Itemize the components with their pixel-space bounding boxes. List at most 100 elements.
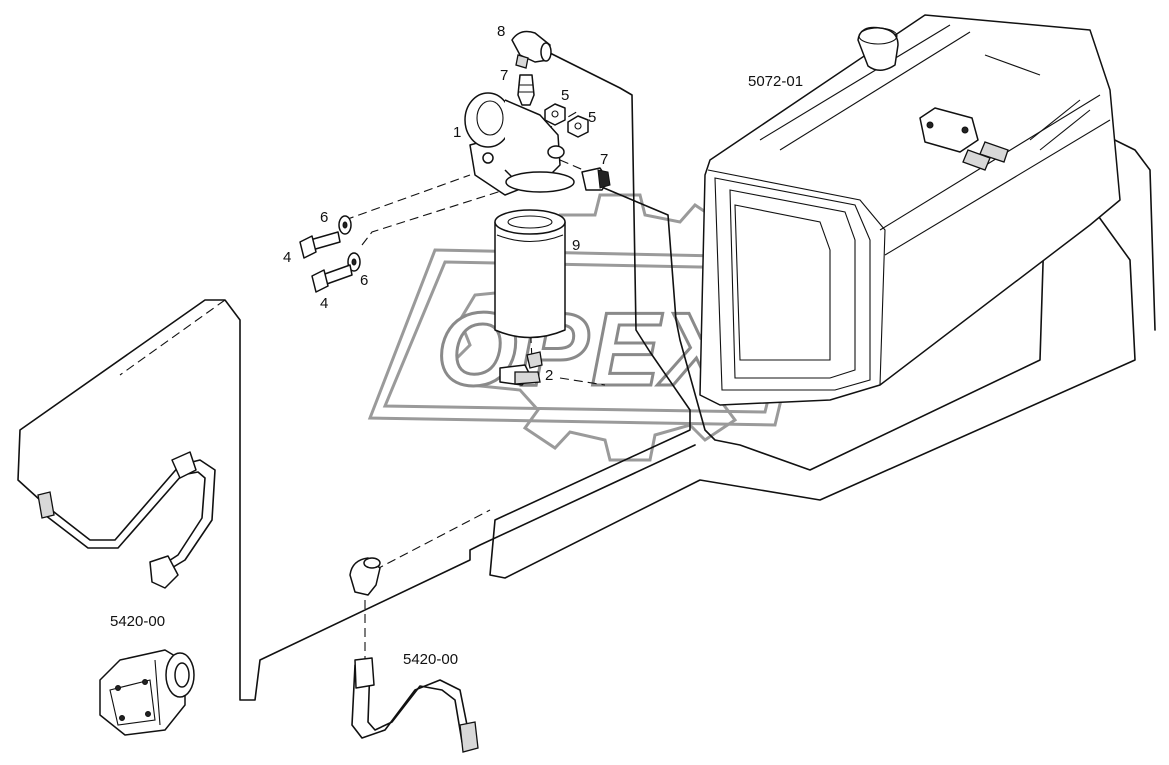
pump-housing-face (109, 679, 156, 726)
left-hose-nozzle (37, 491, 55, 519)
washer-6-b-hole (351, 258, 357, 266)
filter-element (494, 209, 566, 339)
lower-elbow-port (363, 557, 381, 569)
label-part-7-upper: 7 (500, 67, 508, 84)
left-hose-inner (44, 471, 206, 569)
label-ref-hose: 5420-00 (403, 651, 458, 668)
filter-element-top (494, 209, 566, 235)
pump-flange-inner (174, 662, 190, 688)
watermark-frame-inner (382, 260, 802, 414)
label-part-8: 8 (497, 23, 505, 40)
left-hose-assembly (37, 451, 216, 589)
tank-front-frame-outer (714, 177, 871, 391)
drain-plug (499, 351, 543, 386)
washer-6-a (338, 215, 352, 235)
lower-hose-bottom-fitting (459, 721, 479, 753)
tank-top-ridge-3 (984, 54, 1041, 76)
filter-head (464, 92, 575, 196)
tank-top-ridge-2 (779, 31, 971, 151)
label-part-2: 2 (545, 367, 553, 384)
pump-bolt-1 (115, 685, 121, 691)
filter-head-hole-1 (482, 152, 494, 164)
filter-head-port (547, 145, 565, 159)
label-part-4-a: 4 (283, 249, 291, 266)
bolt-4-b (311, 264, 353, 293)
label-part-4-b: 4 (320, 295, 328, 312)
pump-bolt-2 (142, 679, 148, 685)
label-ref-tank: 5072-01 (748, 73, 803, 90)
pump-bolt-3 (119, 715, 125, 721)
fuel-pump (99, 649, 195, 736)
lower-hose-outer (351, 664, 471, 741)
nut-5-a (544, 103, 566, 126)
label-part-6-a: 6 (320, 209, 328, 226)
pump-rib (154, 659, 161, 726)
tank-cap (857, 26, 899, 71)
filter-element-top-inner (507, 215, 553, 229)
lower-hose-inner (367, 664, 463, 743)
tank-front-face (707, 169, 886, 386)
label-part-9: 9 (572, 237, 580, 254)
fuel-line-left-loop (17, 299, 696, 701)
left-hose-clamp-1 (171, 451, 197, 479)
lower-hose-assembly (351, 657, 479, 753)
tank-side-edge (879, 94, 1101, 231)
label-part-6-b: 6 (360, 272, 368, 289)
pump-bolt-4 (145, 711, 151, 717)
left-hose-end-fitting (149, 555, 179, 589)
elbow-8-port (540, 42, 552, 62)
tank-front-frame-inner (729, 189, 856, 379)
filter-element-body (494, 221, 566, 339)
tank-level-sensor (919, 107, 1009, 171)
tank-front-recess (734, 204, 831, 361)
tank-side-edge-2 (884, 119, 1111, 256)
fitting-7-upper-thread (519, 84, 533, 93)
filter-element-rim (496, 234, 564, 242)
fuel-lines (17, 51, 1156, 701)
nut-5-b-hole (574, 122, 582, 130)
fitting-7-lower-nut (597, 169, 611, 189)
dash-left-hose (119, 299, 226, 376)
washer-6-a-hole (342, 221, 348, 229)
dash-bolt-lower (361, 184, 521, 246)
sensor-port-1 (926, 121, 934, 129)
left-hose-outer (44, 459, 216, 576)
drain-plug-outlet (514, 371, 541, 385)
fitting-7-lower (581, 167, 611, 191)
nut-5-a-body (544, 103, 566, 126)
elbow-fitting-8 (511, 30, 552, 69)
dash-bolt-upper (344, 174, 471, 221)
sensor-body (919, 107, 979, 153)
label-part-5-b: 5 (588, 109, 596, 126)
nut-5-a-hole (551, 110, 559, 118)
lower-elbow-fitting (349, 557, 381, 596)
tank-cap-body (857, 26, 899, 71)
watermark-frame-outer (367, 248, 817, 427)
bolt-4-a-head (299, 235, 317, 259)
sensor-port-2 (961, 126, 969, 134)
nut-5-b-body (567, 115, 589, 138)
fitting-7-upper-body (517, 74, 535, 106)
bolt-4-a (299, 231, 341, 259)
filter-head-dome-inner (476, 100, 504, 136)
label-part-5-a: 5 (561, 87, 569, 104)
elbow-8-stub (515, 54, 529, 69)
label-part-1: 1 (453, 124, 461, 141)
fitting-7-upper (517, 74, 535, 106)
part-labels: 8 7 5 5 1 7 6 9 4 6 4 2 5072-01 5420-00 … (110, 23, 803, 668)
label-part-7-lower: 7 (600, 151, 608, 168)
drain-plug-nipple (526, 351, 543, 369)
lower-hose-top-fitting (354, 657, 375, 689)
tank-top-ridge-1 (759, 24, 951, 141)
opex-watermark: OPEX (367, 193, 817, 462)
fuel-tank (699, 14, 1121, 406)
pump-housing (99, 649, 186, 736)
nut-5-b (567, 115, 589, 138)
tank-cap-top (858, 27, 898, 45)
filter-head-base (505, 171, 575, 193)
dash-elbow-line (374, 509, 491, 571)
bolt-4-b-head (311, 269, 329, 293)
watermark-text: OPEX (437, 292, 738, 408)
fuel-line-main (489, 51, 1136, 579)
